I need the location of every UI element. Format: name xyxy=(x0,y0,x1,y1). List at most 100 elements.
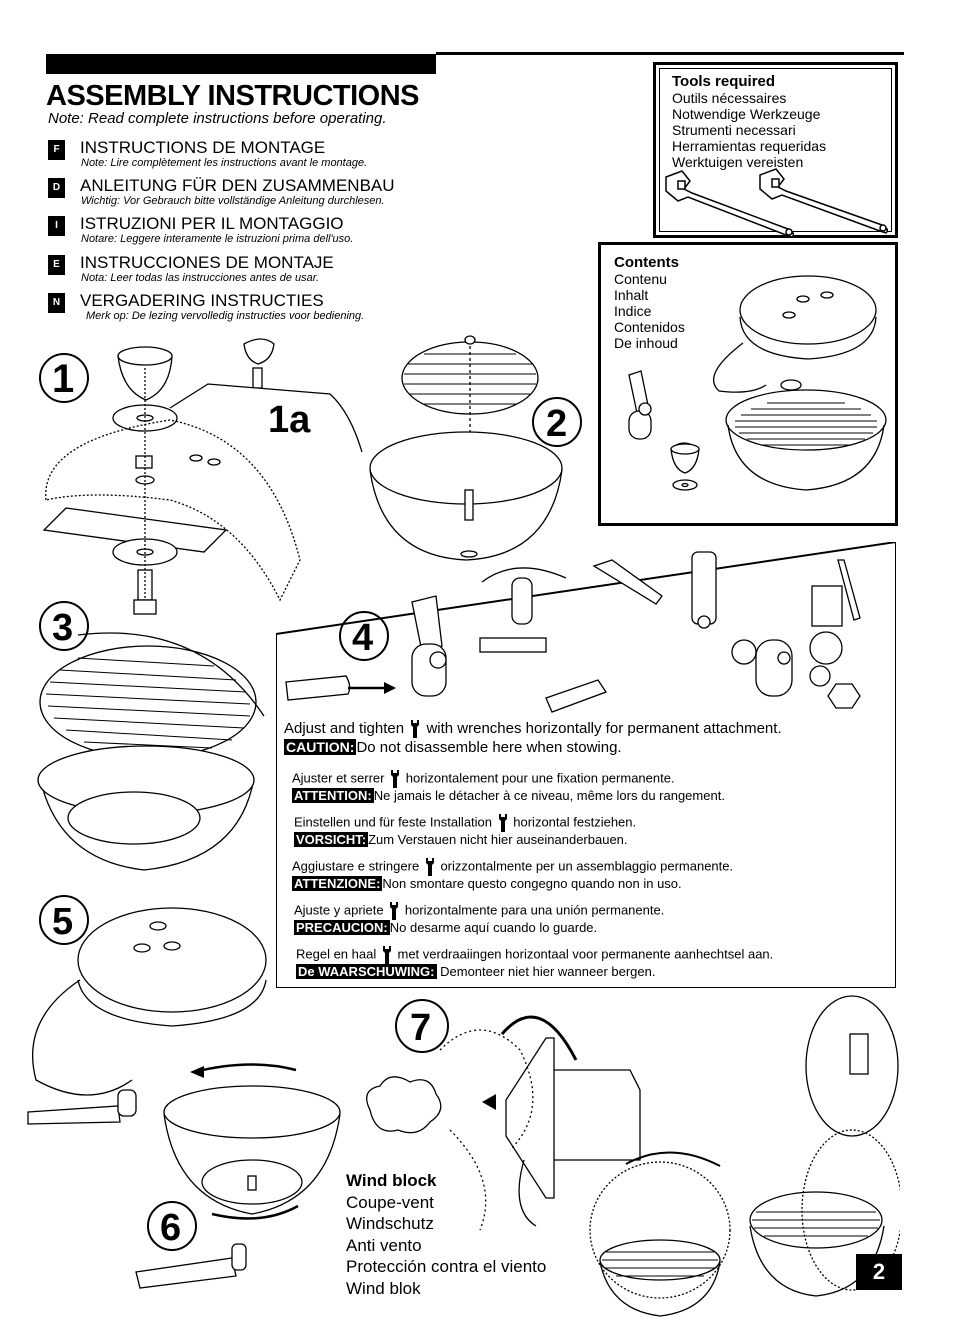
wrench-icon xyxy=(665,168,889,238)
language-block-es: E INSTRUCCIONES DE MONTAJE Nota: Leer to… xyxy=(48,253,478,289)
contents-title: Contents xyxy=(614,254,679,271)
caution-tag: ATTENTION: xyxy=(292,788,374,803)
language-heading: INSTRUCCIONES DE MONTAJE xyxy=(80,253,334,272)
contents-illustration xyxy=(628,275,887,491)
caution-text: Demonteer niet hier wanneer bergen. xyxy=(440,964,656,979)
caution-text: Ne jamais le détacher à ce niveau, même … xyxy=(373,788,725,803)
caution-tag: CAUTION: xyxy=(284,739,357,756)
language-heading: INSTRUCTIONS DE MONTAGE xyxy=(80,138,326,157)
step-4-panel: 4 Adjust and t xyxy=(276,542,896,988)
language-badge: E xyxy=(48,255,65,275)
language-note: Nota: Leer todas las instrucciones antes… xyxy=(81,272,320,284)
instruction-text: Regel en haal xyxy=(296,946,377,962)
language-badge: F xyxy=(48,140,65,160)
language-badge: D xyxy=(48,178,65,198)
instruction-es: Ajuste y apriete horizontalmente para un… xyxy=(294,902,664,935)
cloud-icon xyxy=(366,1076,442,1134)
wrench-icon xyxy=(390,902,399,920)
tools-item: Outils nécessaires xyxy=(672,90,787,106)
step-3-label: 3 xyxy=(52,607,73,649)
step-3-circle xyxy=(39,601,89,651)
step-1-label: 1 xyxy=(52,357,74,401)
step-6-circle xyxy=(147,1201,197,1251)
header-bar xyxy=(46,54,436,74)
page-number: 2 xyxy=(856,1254,902,1290)
wrench-icon xyxy=(411,720,420,739)
step-2-label: 2 xyxy=(546,403,567,445)
step-1a-label: 1a xyxy=(268,399,311,441)
language-heading: VERGADERING INSTRUCTIES xyxy=(80,291,324,310)
wind-block-list: Wind block Coupe-vent Windschutz Anti ve… xyxy=(346,1170,546,1299)
step-5-circle xyxy=(39,895,89,945)
step-6-label: 6 xyxy=(160,1207,181,1249)
language-block-fr: F INSTRUCTIONS DE MONTAGE Note: Lire com… xyxy=(48,138,478,174)
tools-item: Notwendige Werkzeuge xyxy=(672,106,821,122)
step-4-label: 4 xyxy=(352,617,373,659)
tools-item: Strumenti necessari xyxy=(672,122,796,138)
language-badge: I xyxy=(48,216,65,236)
language-heading: ANLEITUNG FÜR DEN ZUSAMMENBAU xyxy=(80,176,395,195)
caution-text: No desarme aquí cuando lo guarde. xyxy=(389,920,598,935)
header-rule xyxy=(436,52,904,55)
language-block-nl: N VERGADERING INSTRUCTIES Merk op: De le… xyxy=(48,291,478,327)
instruction-it: Aggiustare e stringere orizzontalmente p… xyxy=(292,858,733,891)
caution-tag: ATTENZIONE: xyxy=(292,876,383,891)
wind-block-item: Wind blok xyxy=(346,1278,421,1298)
page-subtitle: Note: Read complete instructions before … xyxy=(48,110,387,127)
instruction-nl: Regel en haal met verdraaiingen horizont… xyxy=(296,946,773,979)
language-note: Wichtig: Vor Gebrauch bitte vollständige… xyxy=(81,195,385,207)
instruction-text: Ajuste y apriete xyxy=(294,902,384,918)
caution-tag: De WAARSCHUWING: xyxy=(296,964,437,979)
arrow-icon xyxy=(482,1094,496,1110)
instruction-text: orizzontalmente per un assemblaggio perm… xyxy=(440,858,734,874)
instruction-text: met verdraaiingen horizontaal voor perma… xyxy=(397,946,774,962)
caution-text: Do not disassemble here when stowing. xyxy=(356,739,622,757)
language-badge: N xyxy=(48,293,65,313)
step-2-circle xyxy=(532,397,582,447)
instruction-text: horizontalmente para una unión permanent… xyxy=(404,902,665,918)
wrench-icon xyxy=(498,814,507,832)
contents-item: Indice xyxy=(614,303,652,319)
contents-item: De inhoud xyxy=(614,335,678,351)
contents-box: Contents Contenu Inhalt Indice Contenido… xyxy=(598,242,898,526)
caution-text: Non smontare questo congegno quando non … xyxy=(382,876,682,891)
language-block-de: D ANLEITUNG FÜR DEN ZUSAMMENBAU Wichtig:… xyxy=(48,176,478,212)
tools-box: Tools required Outils nécessaires Notwen… xyxy=(653,62,898,238)
language-block-it: I ISTRUZIONI PER IL MONTAGGIO Notare: Le… xyxy=(48,214,478,250)
instruction-text: Adjust and tighten xyxy=(284,720,405,737)
tools-item: Werktuigen vereisten xyxy=(672,154,804,170)
caution-tag: PRECAUCION: xyxy=(294,920,390,935)
language-note: Note: Lire complètement les instructions… xyxy=(81,157,368,169)
instruction-text: horizontalement pour une fixation perman… xyxy=(405,770,675,786)
instruction-en: Adjust and tighten with wrenches horizon… xyxy=(284,720,782,756)
contents-item: Contenidos xyxy=(614,319,685,335)
contents-item: Inhalt xyxy=(614,287,649,303)
tools-title: Tools required xyxy=(672,73,776,90)
step-7-diagram: 7 xyxy=(366,995,900,1317)
wind-block-title: Wind block xyxy=(346,1171,437,1190)
instruction-text: Einstellen und für feste Installation xyxy=(294,814,493,830)
instruction-text: horizontal festziehen. xyxy=(513,814,637,830)
step-5-label: 5 xyxy=(52,901,73,943)
wrench-icon xyxy=(391,770,400,788)
contents-item: Contenu xyxy=(614,271,667,287)
instruction-text: Ajuster et serrer xyxy=(292,770,385,786)
instruction-text: with wrenches horizontally for permanent… xyxy=(426,720,782,737)
step-1-circle xyxy=(39,353,89,403)
caution-text: Zum Verstauen nicht hier auseinanderbaue… xyxy=(368,832,628,847)
assembly-diagram: 1 1a 2 3 5 6 xyxy=(27,335,582,1289)
wrench-icon xyxy=(382,946,391,964)
wind-block-item: Anti vento xyxy=(346,1235,422,1255)
language-note: Notare: Leggere interamente le istruzion… xyxy=(81,233,354,245)
instruction-fr: Ajuster et serrer horizontalement pour u… xyxy=(292,770,725,803)
wind-block-item: Windschutz xyxy=(346,1214,434,1233)
wind-block-item: Coupe-vent xyxy=(346,1192,434,1212)
wind-block-item: Protección contra el viento xyxy=(346,1257,547,1276)
caution-tag: VORSICHT: xyxy=(294,832,369,847)
tools-item: Herramientas requeridas xyxy=(672,138,827,154)
page-title: ASSEMBLY INSTRUCTIONS xyxy=(46,80,420,112)
language-note: Merk op: De lezing vervolledig instructi… xyxy=(86,310,365,322)
step-7-label: 7 xyxy=(410,1007,431,1049)
step-4-frame: 4 xyxy=(276,542,896,988)
language-heading: ISTRUZIONI PER IL MONTAGGIO xyxy=(80,214,344,233)
